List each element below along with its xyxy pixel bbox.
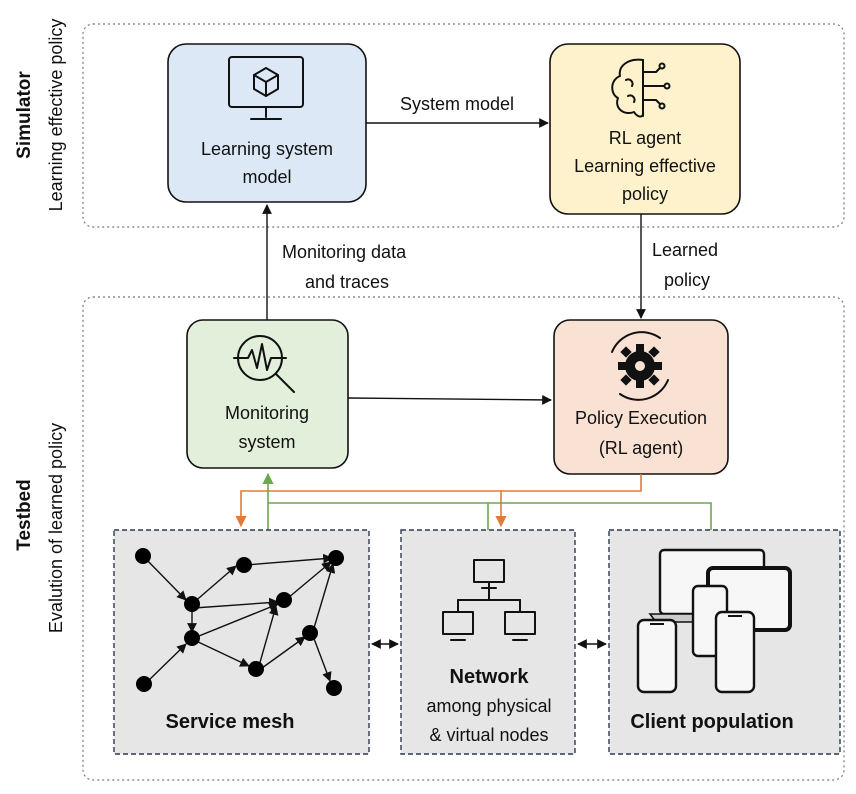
monitoring-magnifier-icon (233, 335, 295, 393)
client-population-label: Client population (630, 711, 793, 733)
network-title: Network (450, 666, 530, 688)
simulator-side-label: Simulator (14, 71, 35, 159)
rl-agent-box (549, 43, 741, 215)
brain-circuit-icon (611, 58, 671, 118)
policy-box-line2: (RL agent) (599, 438, 683, 458)
simulator-subtitle: Learning effective policy (46, 19, 66, 212)
testbed-title: Testbed (14, 479, 35, 550)
client-devices-icon (636, 548, 792, 694)
monitoring-box-line1: Monitoring (225, 403, 309, 423)
learning-box-line1: Learning system (201, 139, 333, 159)
simulator-region (82, 23, 845, 228)
rl-box-line2: Learning effective (574, 156, 716, 176)
monitoring-data-label-line2: and traces (305, 272, 389, 292)
client-to-monitoring-wire (268, 502, 712, 530)
simulator-subtitle-group: Learning effective policy (46, 19, 66, 212)
network-line1: among physical (426, 696, 551, 716)
learned-policy-label-line2: policy (664, 270, 710, 290)
service-mesh-graph (135, 548, 344, 696)
monitoring-to-policy-arrow (347, 395, 552, 405)
monitor-cube-icon (228, 56, 304, 120)
monitoring-data-label-line1: Monitoring data (282, 242, 407, 262)
testbed-side-label: Testbed (14, 479, 35, 550)
learned-policy-label-line1: Learned (652, 240, 718, 260)
rl-box-line3: policy (622, 184, 668, 204)
testbed-subtitle-group: Evalution of learned policy (46, 423, 66, 633)
gear-cycle-icon (611, 331, 669, 401)
network-topology-icon (442, 559, 536, 641)
policy-to-service-mesh-wire (235, 474, 642, 528)
rl-box-line1: RL agent (609, 128, 681, 148)
learning-box-line2: model (242, 167, 291, 187)
policy-box-line1: Policy Execution (575, 408, 707, 428)
service-mesh-label: Service mesh (166, 711, 295, 733)
network-line2: & virtual nodes (429, 725, 548, 745)
monitoring-box-line2: system (238, 432, 295, 452)
network-box (400, 529, 576, 755)
testbed-subtitle: Evalution of learned policy (46, 423, 66, 633)
testbed-region (82, 296, 845, 781)
system-model-label: System model (400, 94, 514, 114)
simulator-title: Simulator (14, 71, 35, 159)
monitoring-system-box (186, 319, 349, 469)
